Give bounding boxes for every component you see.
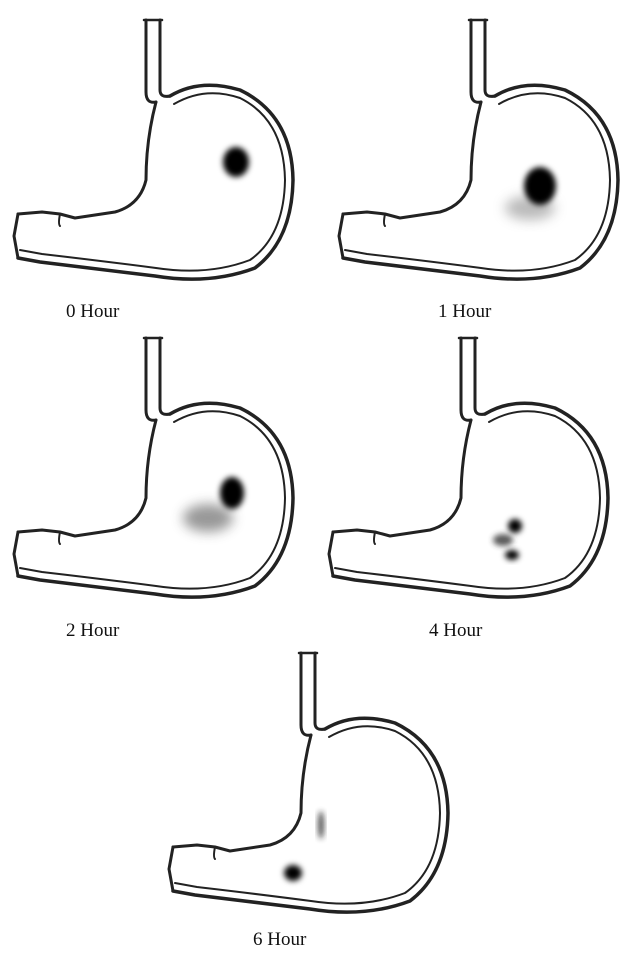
gastric-contents-blob [524, 167, 556, 205]
stomach-diagram [315, 318, 615, 618]
panel-caption: 2 Hour [66, 620, 119, 642]
gastric-contents-blob [223, 147, 249, 177]
panel-caption: 6 Hour [253, 929, 306, 951]
panel-6-hour: 6 Hour [155, 633, 455, 963]
stomach-diagram [0, 0, 300, 300]
gastric-contents-streak [318, 811, 324, 839]
gastric-contents-fragment [505, 550, 519, 560]
panel-0-hour: 0 Hour [0, 0, 300, 330]
stomach-diagram [155, 633, 455, 933]
gastric-contents-blob [284, 865, 302, 881]
gastric-contents-blob [508, 519, 522, 533]
gastric-contents-haze [183, 504, 233, 532]
panel-2-hour: 2 Hour [0, 318, 300, 648]
stomach-diagram [0, 318, 300, 618]
gastric-contents-fragment [493, 534, 513, 546]
stomach-diagram [325, 0, 625, 300]
gastric-contents-blob [220, 477, 244, 509]
panel-1-hour: 1 Hour [325, 0, 625, 330]
panel-4-hour: 4 Hour [345, 318, 633, 648]
